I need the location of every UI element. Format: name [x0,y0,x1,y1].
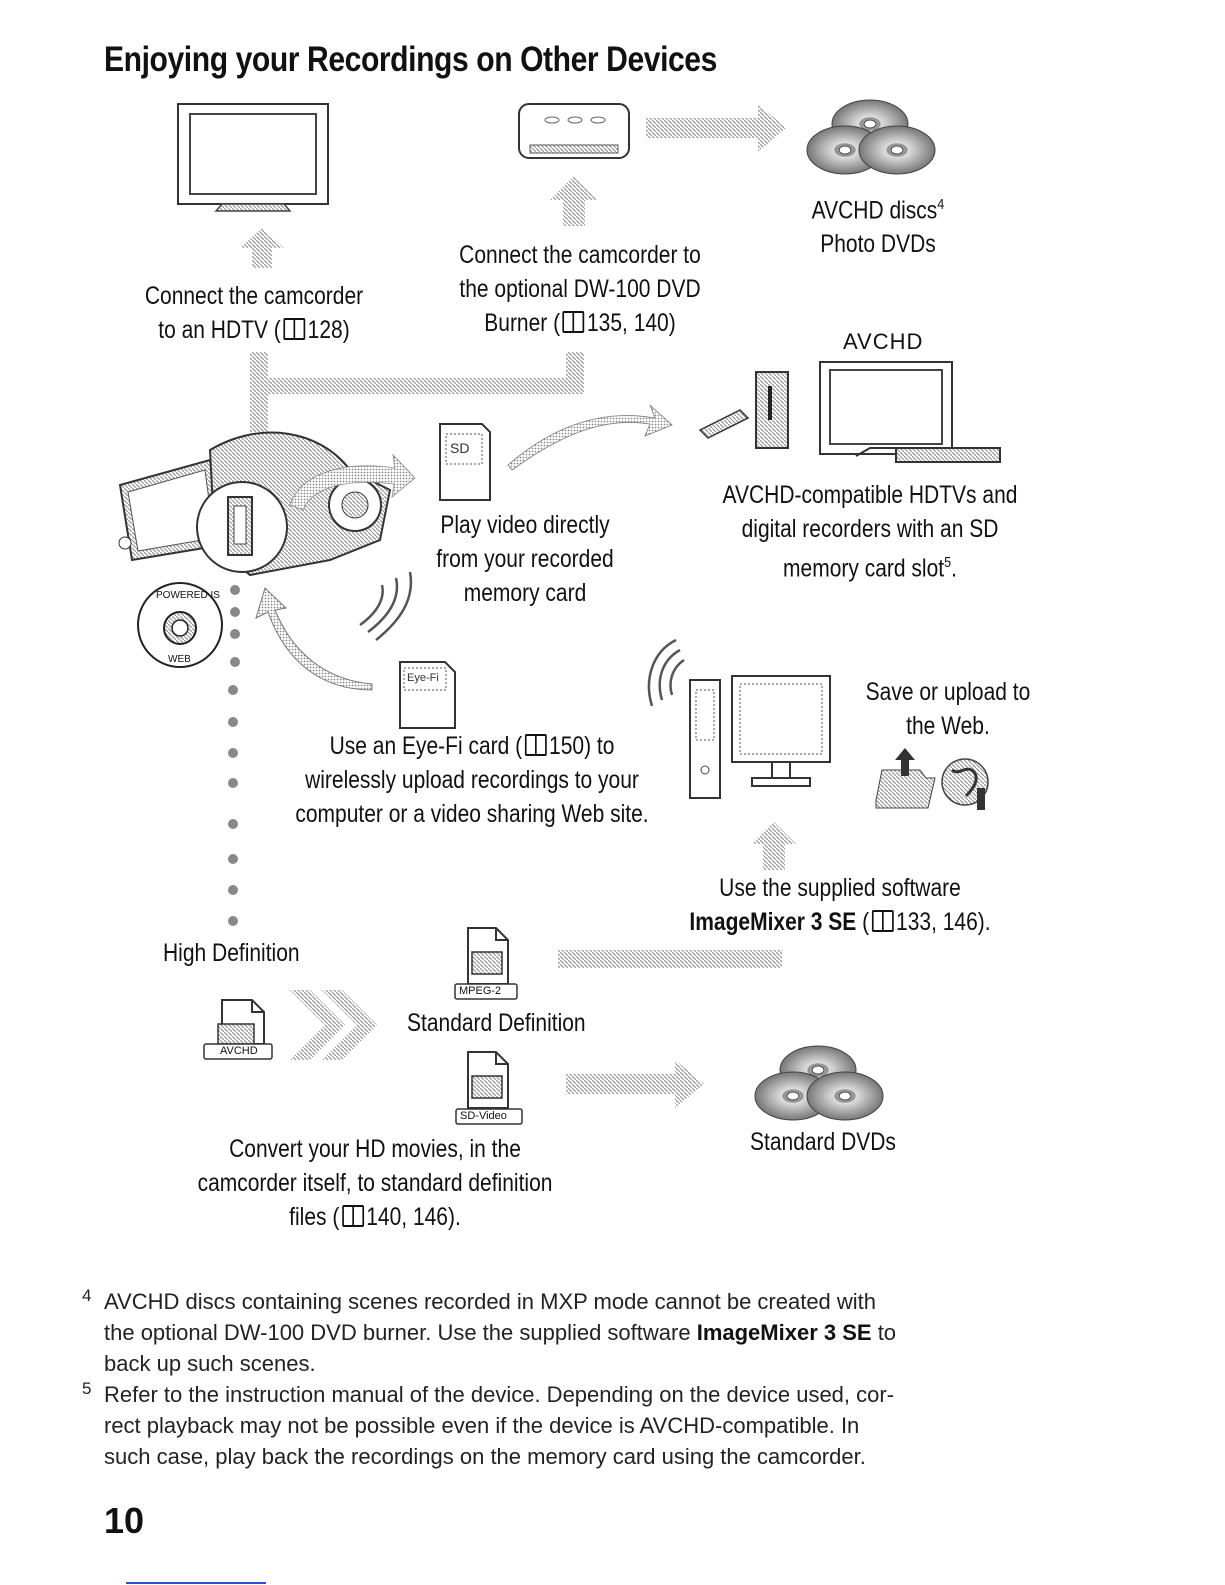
camcorder-icon [118,431,392,577]
dvd-burner-icon [518,103,630,159]
arrow-up-hdtv-icon [240,228,284,268]
caption-compatible: AVCHD-compatible HDTVs and digital recor… [722,481,1018,583]
avchd-discs-icon [806,99,936,175]
eyefi-card-label: Eye-Fi [407,672,439,684]
avchd-file-label: AVCHD [220,1045,258,1057]
caption-software: Use the supplied software ImageMixer 3 S… [689,874,991,936]
arrow-to-sd-icon [289,453,416,511]
file-sdvideo-icon [455,1051,523,1125]
powered-web-badge [137,582,223,668]
avchd-logo: AVCHD [843,329,924,354]
sdvideo-label: SD-Video [460,1110,507,1122]
caption-std-dvds: Standard DVDs [750,1128,896,1156]
hdtv-icon [177,103,329,212]
arrow-up-burner-icon [550,176,598,226]
book-icon [341,1205,364,1227]
powered-by-label: POWERED IS [156,590,220,601]
dotted-line [228,585,240,926]
arrow-eyefi-to-camcorder-icon [255,587,373,691]
connector-lines [250,352,584,432]
book-icon [871,910,894,932]
standard-dvds-icon [754,1045,884,1121]
footnote-5: 5 Refer to the instruction manual of the… [82,1379,895,1469]
avchd-hdtv-icon [819,361,1001,463]
double-chevron-icon [290,990,377,1060]
caption-burner: Connect the camcorder to the optional DW… [459,241,701,337]
caption-hd: High Definition [163,939,300,967]
page-number: 10 [104,1500,145,1541]
caption-eyefi: Use an Eye-Fi card (150) to wirelessly u… [295,732,649,828]
book-icon [283,318,306,340]
footnote-4: 4 AVCHD discs containing scenes recorded… [82,1286,897,1376]
caption-sd: Standard Definition [407,1009,586,1037]
arrow-sd-to-hdtv-icon [507,404,673,471]
book-icon [562,311,585,333]
sd-card-icon [439,423,491,501]
globe-icon [941,758,989,810]
wifi-waves-right-icon [647,638,685,707]
arrow-up-software-icon [752,822,796,870]
file-avchd-icon [203,999,273,1060]
caption-discs: AVCHD discs4 Photo DVDs [811,196,945,259]
caption-convert: Convert your HD movies, in the camcorder… [197,1135,553,1231]
mpeg2-label: MPEG-2 [459,985,502,997]
caption-web: Save or upload to the Web. [865,678,1031,740]
page-title: Enjoying your Recordings on Other Device… [104,40,717,79]
caption-hdtv: Connect the camcorder to an HDTV (128) [144,282,364,344]
computer-icon [689,675,831,799]
web-label: WEB [168,654,191,665]
wifi-waves-left-icon [359,571,413,641]
eyefi-card-icon [399,661,456,729]
arrow-right-discs-icon [646,104,786,152]
sd-slot-recorder-icon [698,371,789,449]
caption-play: Play video directly from your recorded m… [436,511,614,607]
sd-card-label: SD [450,440,470,456]
connector-software-line [558,950,782,968]
file-mpeg2-icon [454,927,518,1000]
folder-upload-icon [875,748,936,809]
book-icon [524,734,547,756]
arrow-right-std-dvds-icon [566,1060,704,1108]
